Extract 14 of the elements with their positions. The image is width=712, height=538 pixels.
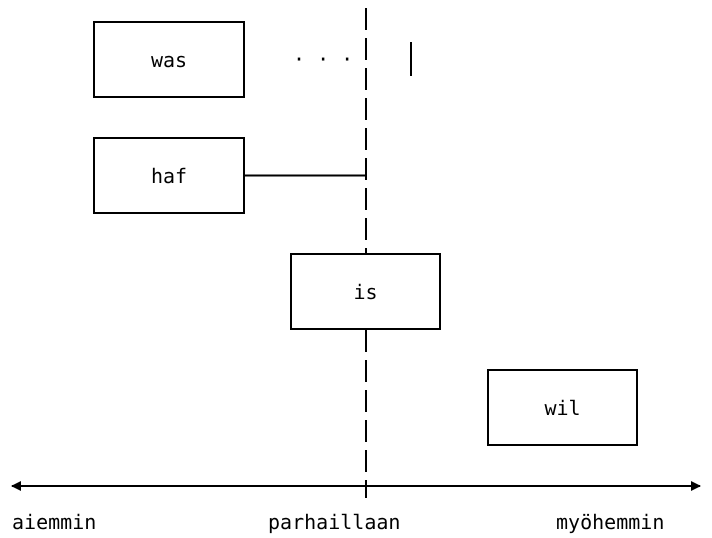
word-label: is	[353, 280, 378, 304]
word-label: haf	[150, 164, 188, 188]
word-box	[290, 253, 441, 330]
word-box	[93, 137, 245, 214]
word-label: was	[150, 48, 188, 72]
connector-line	[245, 174, 366, 176]
present-time-line	[364, 8, 368, 253]
word-box	[93, 21, 245, 98]
time-label: myöhemmin	[556, 510, 664, 534]
word-label: wil	[544, 396, 581, 420]
time-label: aiemmin	[12, 510, 96, 534]
word-box	[487, 369, 638, 446]
time-label: parhaillaan	[268, 510, 400, 534]
dots: · · ·	[293, 47, 354, 71]
